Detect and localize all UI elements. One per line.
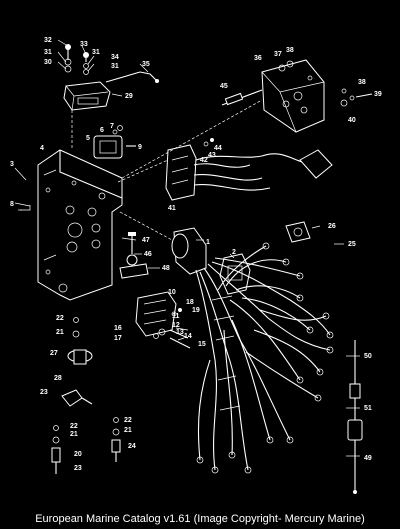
callout-18: 18 <box>186 299 194 306</box>
callout-19: 19 <box>192 307 200 314</box>
callout-22c: 22 <box>124 417 132 424</box>
wiring-harness <box>195 242 334 474</box>
callout-48: 48 <box>162 265 170 272</box>
callout-47: 47 <box>142 237 150 244</box>
callout-27: 27 <box>50 350 58 357</box>
callout-21b: 21 <box>70 431 78 438</box>
callout-21c: 21 <box>124 427 132 434</box>
switch-assembly <box>135 291 191 349</box>
callout-30: 30 <box>44 59 52 66</box>
callout-13: 13 <box>176 329 184 336</box>
upper-right-bracket <box>261 59 373 133</box>
callout-23: 23 <box>40 389 48 396</box>
cable-45 <box>117 89 263 183</box>
small-module <box>93 125 136 159</box>
harness-connector <box>165 138 333 201</box>
callout-21: 21 <box>56 329 64 336</box>
callout-20: 20 <box>74 451 82 458</box>
callout-39: 39 <box>374 91 382 98</box>
callout-42: 42 <box>200 157 208 164</box>
relay-assembly <box>63 44 159 150</box>
callout-32: 32 <box>44 37 52 44</box>
callout-11: 11 <box>172 313 180 320</box>
callout-17: 17 <box>114 335 122 342</box>
callout-4: 4 <box>40 145 44 152</box>
callout-5: 5 <box>86 135 90 142</box>
callout-36: 36 <box>254 55 262 62</box>
copyright-caption: European Marine Catalog v1.61 (Image Cop… <box>35 513 365 525</box>
callout-6: 6 <box>100 127 104 134</box>
callout-9: 9 <box>138 144 142 151</box>
callout-15: 15 <box>198 341 206 348</box>
callout-45: 45 <box>220 83 228 90</box>
exploded-parts-diagram: 32 31 30 33 31 34 31 35 29 5 6 7 9 4 3 8… <box>10 37 382 494</box>
mounting-bracket <box>37 149 123 301</box>
callout-22b: 22 <box>70 423 78 430</box>
callout-44: 44 <box>214 145 222 152</box>
callout-51: 51 <box>364 405 372 412</box>
callout-12: 12 <box>172 322 180 329</box>
callout-31c: 31 <box>111 63 119 70</box>
callout-26: 26 <box>328 223 336 230</box>
leader-lines <box>14 39 360 457</box>
callout-41: 41 <box>168 205 176 212</box>
callout-28: 28 <box>54 375 62 382</box>
callout-46: 46 <box>144 251 152 258</box>
callout-8: 8 <box>10 201 14 208</box>
callout-7: 7 <box>110 123 114 130</box>
callout-49: 49 <box>364 455 372 462</box>
callout-1: 1 <box>206 239 210 246</box>
callout-38: 38 <box>286 47 294 54</box>
callout-50: 50 <box>364 353 372 360</box>
callout-29: 29 <box>125 93 133 100</box>
callout-24: 24 <box>128 443 136 450</box>
callout-3: 3 <box>10 161 14 168</box>
callout-23b: 23 <box>74 465 82 472</box>
callout-34: 34 <box>111 54 119 61</box>
right-column-sensors <box>347 340 363 494</box>
callout-38b: 38 <box>358 79 366 86</box>
callout-10: 10 <box>168 289 176 296</box>
callout-37: 37 <box>274 51 282 58</box>
callout-14: 14 <box>184 333 192 340</box>
callout-25: 25 <box>348 241 356 248</box>
callout-16: 16 <box>114 325 122 332</box>
callout-31: 31 <box>44 49 52 56</box>
callout-35: 35 <box>142 61 150 68</box>
callout-33: 33 <box>80 41 88 48</box>
callout-43: 43 <box>208 152 216 159</box>
callout-31b: 31 <box>92 49 100 56</box>
callout-22: 22 <box>56 315 64 322</box>
left-column-parts <box>51 317 121 474</box>
solenoid-assembly <box>171 221 311 295</box>
callout-labels: 32 31 30 33 31 34 31 35 29 5 6 7 9 4 3 8… <box>10 37 382 472</box>
bolt-and-clamp <box>119 211 173 279</box>
callout-2: 2 <box>232 249 236 256</box>
callout-40: 40 <box>348 117 356 124</box>
